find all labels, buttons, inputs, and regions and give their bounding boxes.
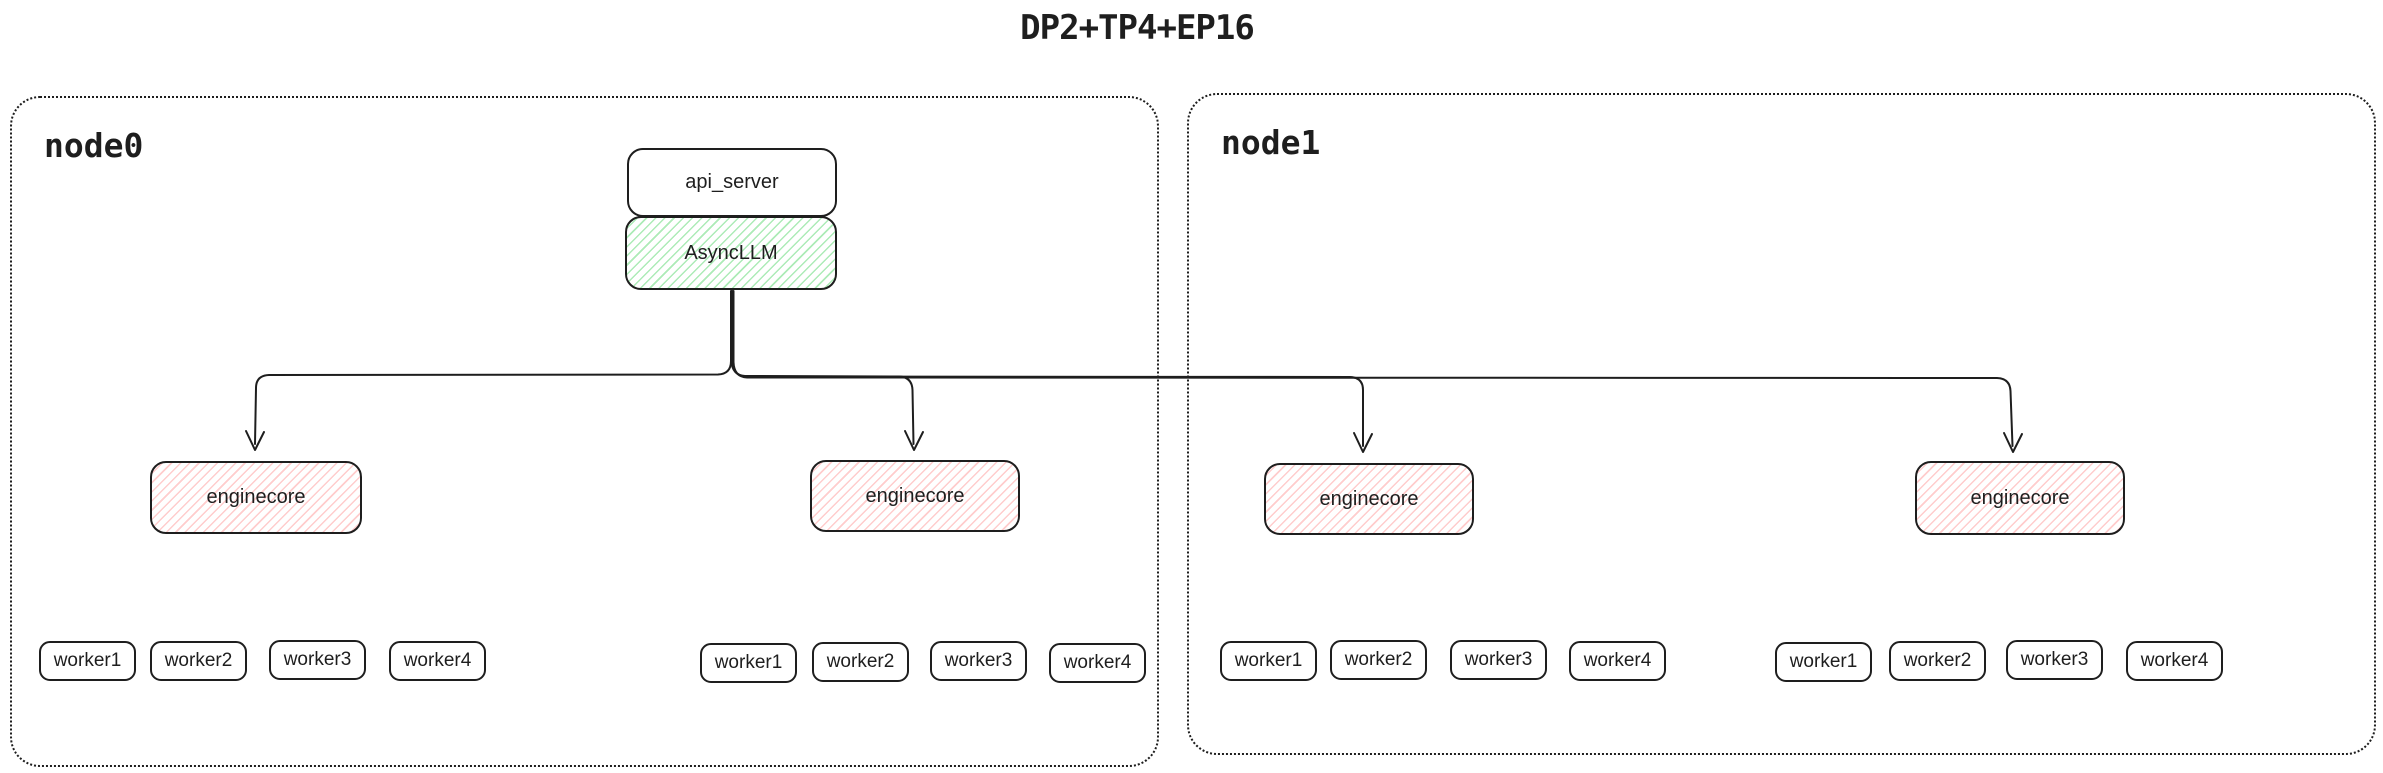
node1-enginecore-1-box: enginecore: [1264, 463, 1474, 535]
node1-enginecore-1-label: enginecore: [1319, 487, 1419, 510]
diagram-title: DP2+TP4+EP16: [1020, 8, 1255, 48]
worker-label: worker3: [944, 650, 1013, 671]
node1-enginecore-2-box: enginecore: [1915, 461, 2125, 535]
node0-group2-worker1-box: worker1: [700, 643, 797, 683]
node1-group2-worker4-box: worker4: [2126, 641, 2223, 681]
node0-group2-worker2-box: worker2: [812, 642, 909, 682]
node1-group2-worker3-box: worker3: [2006, 640, 2103, 680]
node1-group2-worker2-box: worker2: [1889, 641, 1986, 681]
worker-label: worker2: [164, 650, 233, 671]
worker-label: worker4: [403, 650, 472, 671]
node1-group1-worker2-box: worker2: [1330, 640, 1427, 680]
api-server-label: api_server: [685, 171, 779, 193]
node1-group1-worker3-box: worker3: [1450, 640, 1547, 680]
node0-container: node0 enginecore enginecore worker1 work…: [10, 96, 1159, 767]
node1-label: node1: [1221, 123, 1321, 162]
node0-group2-worker4-box: worker4: [1049, 643, 1146, 683]
worker-label: worker3: [283, 649, 352, 670]
api-server-box: api_server: [627, 148, 837, 217]
node0-enginecore-1-box: enginecore: [150, 461, 362, 534]
asyncllm-box: AsyncLLM: [625, 216, 837, 290]
worker-label: worker3: [2020, 649, 2089, 670]
node0-enginecore-2-box: enginecore: [810, 460, 1020, 532]
worker-label: worker2: [1903, 650, 1972, 671]
worker-label: worker1: [1789, 651, 1858, 672]
node1-group2-worker1-box: worker1: [1775, 642, 1872, 682]
worker-label: worker4: [2140, 650, 2209, 671]
worker-label: worker1: [1234, 650, 1303, 671]
worker-label: worker1: [53, 650, 122, 671]
worker-label: worker4: [1583, 650, 1652, 671]
worker-label: worker2: [826, 651, 895, 672]
node1-group1-worker1-box: worker1: [1220, 641, 1317, 681]
node0-group2-worker3-box: worker3: [930, 641, 1027, 681]
node0-enginecore-2-label: enginecore: [865, 484, 965, 507]
node0-group1-worker4-box: worker4: [389, 641, 486, 681]
asyncllm-label: AsyncLLM: [684, 241, 778, 264]
node1-container: node1 enginecore enginecore worker1 work…: [1187, 93, 2376, 755]
node1-group1-worker4-box: worker4: [1569, 641, 1666, 681]
node0-group1-worker2-box: worker2: [150, 641, 247, 681]
worker-label: worker2: [1344, 649, 1413, 670]
node0-group1-worker1-box: worker1: [39, 641, 136, 681]
worker-label: worker4: [1063, 652, 1132, 673]
node0-enginecore-1-label: enginecore: [206, 486, 306, 508]
worker-label: worker1: [714, 652, 783, 673]
worker-label: worker3: [1464, 649, 1533, 670]
node1-enginecore-2-label: enginecore: [1970, 486, 2070, 509]
node0-group1-worker3-box: worker3: [269, 640, 366, 680]
node0-label: node0: [44, 126, 144, 165]
